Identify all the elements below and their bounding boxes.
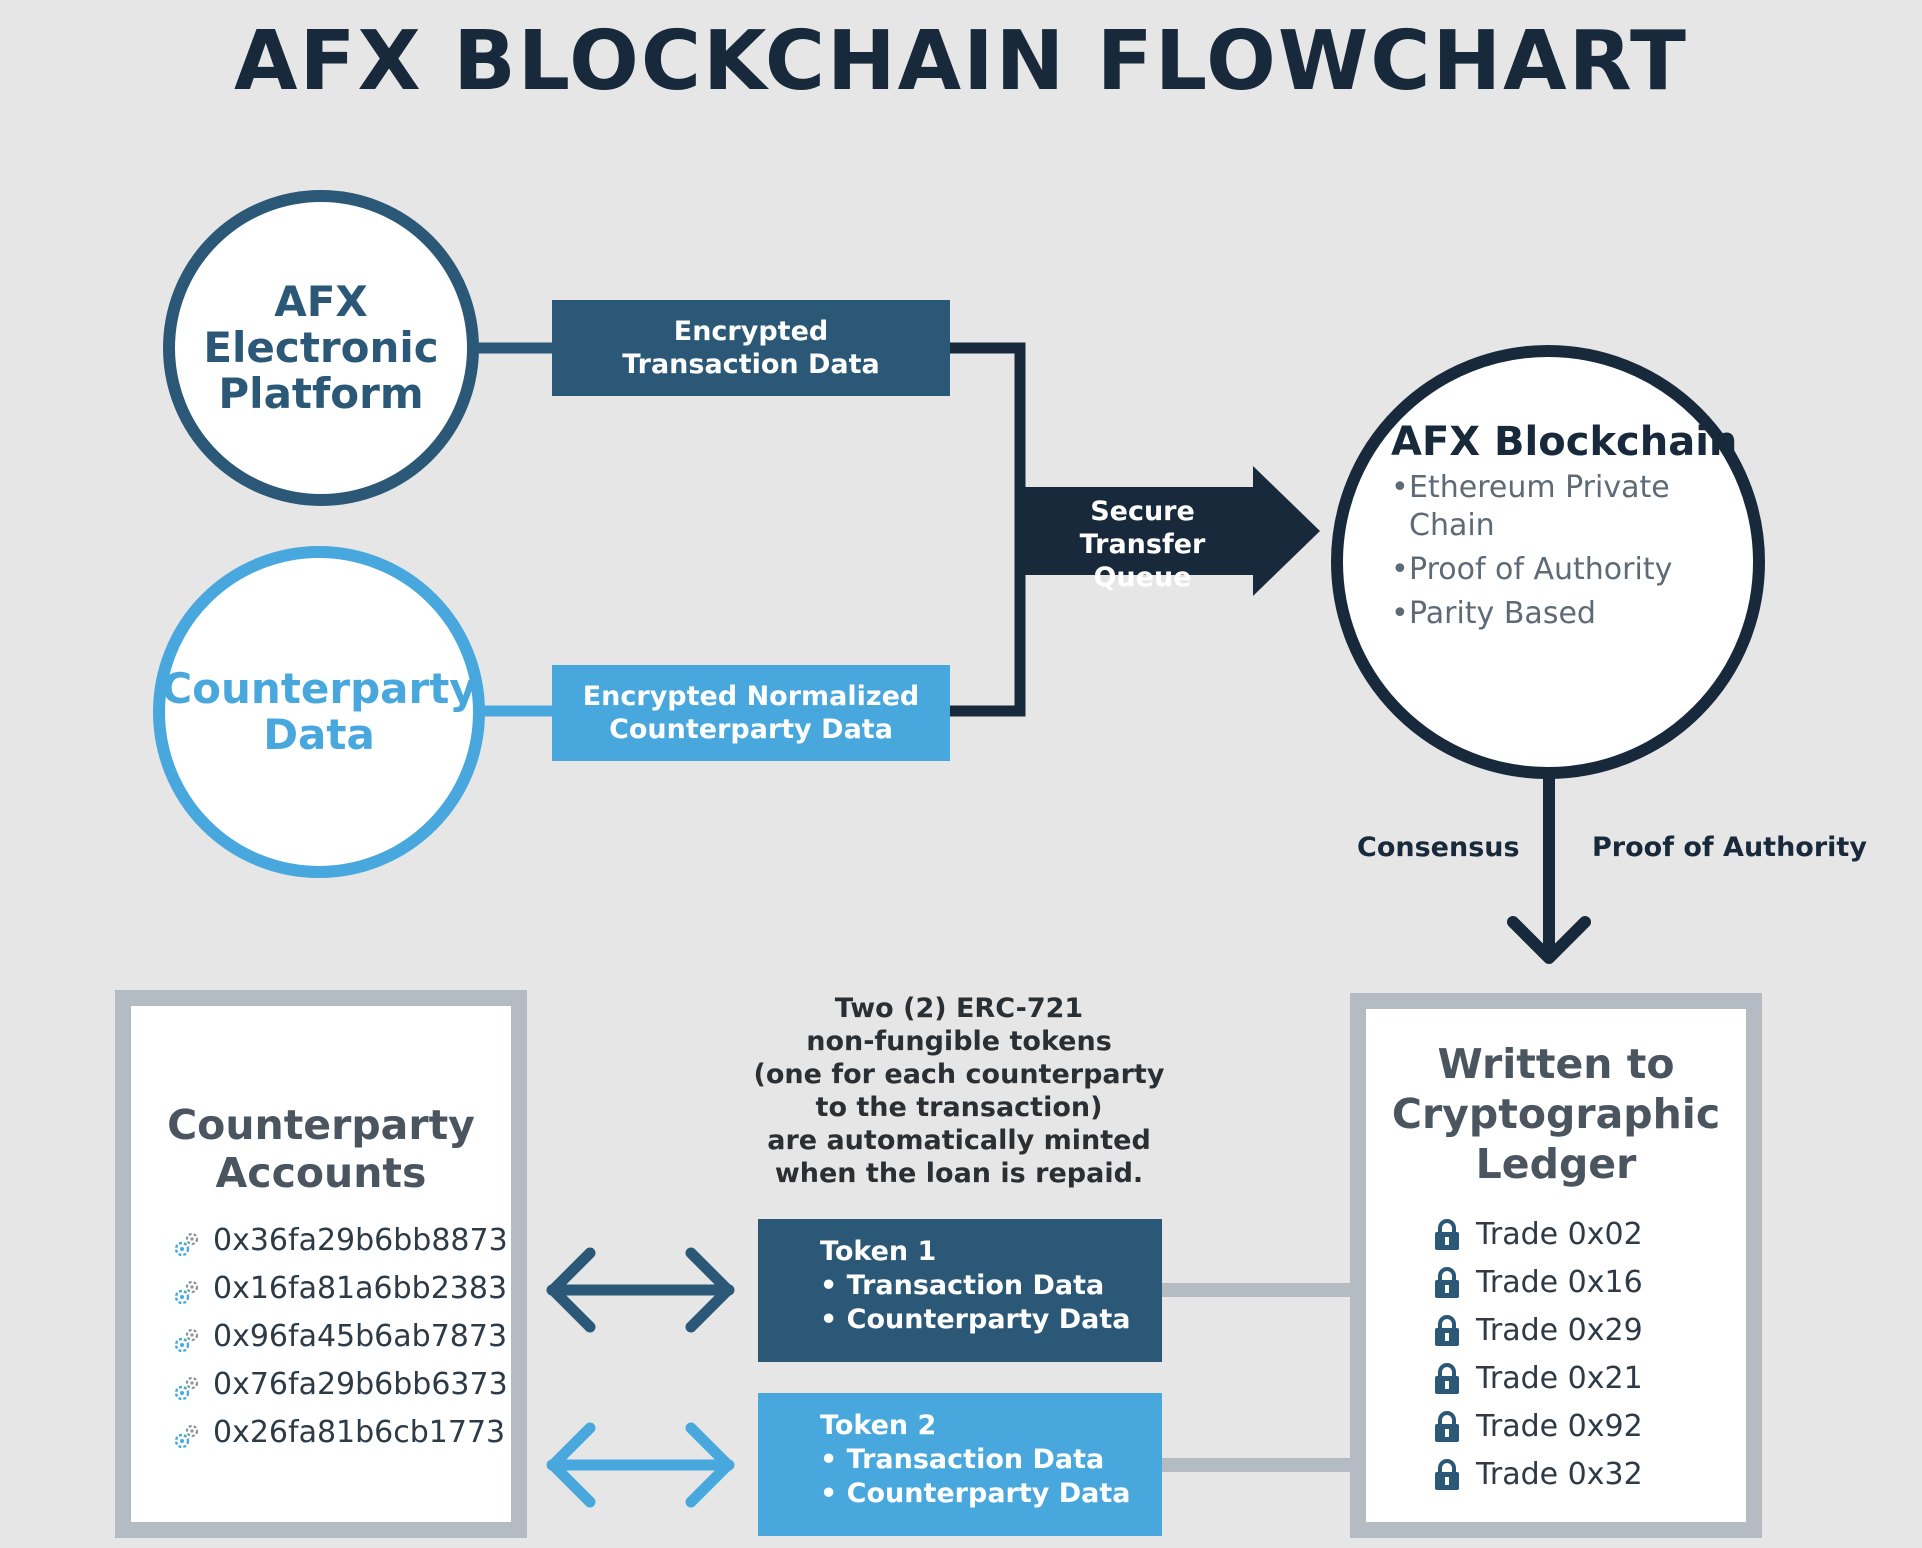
panel-title-line: Counterparty xyxy=(167,1101,475,1149)
token-title: Token 1 xyxy=(820,1236,937,1267)
lock-icon xyxy=(1435,1362,1459,1394)
gears-icon xyxy=(174,1424,199,1449)
encrypted-transaction-data-box: Encrypted Transaction Data xyxy=(552,300,950,396)
double-arrow-token1 xyxy=(546,1247,735,1333)
gears-icon xyxy=(174,1280,199,1305)
note-line: non-fungible tokens xyxy=(806,1026,1112,1057)
blockchain-bullet: •Proof of Authority xyxy=(1391,552,1673,587)
counterparty-data-node: Counterparty Data xyxy=(153,546,485,878)
trade-item: Trade 0x29 xyxy=(1434,1313,1643,1348)
blockchain-bullet: •Parity Based xyxy=(1391,596,1596,631)
counterparty-accounts-panel: Counterparty Accounts 0x36fa29b6bb8873 0… xyxy=(115,990,527,1538)
gears-icon xyxy=(174,1328,199,1353)
account-item: 0x76fa29b6bb6373 xyxy=(171,1364,508,1404)
queue-label-line: Queue xyxy=(1093,562,1192,593)
trade-label: Trade 0x02 xyxy=(1476,1217,1643,1252)
note-line: Two (2) ERC-721 xyxy=(834,993,1084,1024)
token-line: • Counterparty Data xyxy=(820,1304,1131,1335)
afx-electronic-platform-node: AFX Electronic Platform xyxy=(163,190,479,506)
trade-label: Trade 0x16 xyxy=(1476,1265,1643,1300)
panel-title-line: Ledger xyxy=(1475,1140,1637,1188)
trade-item: Trade 0x16 xyxy=(1434,1265,1643,1300)
box-label-line: Encrypted xyxy=(673,316,829,347)
note-line: (one for each counterparty xyxy=(753,1059,1165,1090)
trade-item: Trade 0x02 xyxy=(1434,1217,1643,1252)
cryptographic-ledger-panel: Written to Cryptographic Ledger Trade 0x… xyxy=(1350,993,1762,1538)
blockchain-title: AFX Blockchain xyxy=(1391,419,1738,465)
token-line: • Counterparty Data xyxy=(820,1478,1131,1509)
account-address: 0x26fa81b6cb1773 xyxy=(213,1414,506,1450)
queue-label-line: Secure Transfer xyxy=(1079,496,1206,560)
trade-item: Trade 0x92 xyxy=(1434,1409,1643,1444)
trade-label: Trade 0x92 xyxy=(1476,1409,1643,1444)
gears-icon xyxy=(174,1232,199,1257)
account-item: 0x96fa45b6ab7873 xyxy=(171,1316,507,1356)
account-address: 0x96fa45b6ab7873 xyxy=(213,1318,508,1354)
node-label-line: Data xyxy=(263,710,375,759)
box-label-line: Encrypted Normalized xyxy=(582,681,920,712)
panel-title-line: Written to xyxy=(1437,1040,1675,1088)
connector-bottom-elbow xyxy=(950,520,1026,717)
lock-icon xyxy=(1435,1458,1459,1490)
encrypted-counterparty-data-box: Encrypted Normalized Counterparty Data xyxy=(552,665,950,761)
afx-blockchain-node: AFX Blockchain •Ethereum Private Chain •… xyxy=(1331,345,1765,779)
trade-label: Trade 0x21 xyxy=(1476,1361,1643,1396)
trade-item: Trade 0x32 xyxy=(1434,1457,1643,1492)
node-label-line: Electronic xyxy=(203,323,439,372)
double-arrow-token2 xyxy=(546,1422,735,1508)
page-title: AFX BLOCKCHAIN FLOWCHART xyxy=(234,14,1688,109)
note-line: to the transaction) xyxy=(815,1092,1103,1123)
account-address: 0x16fa81a6bb2383 xyxy=(213,1270,508,1306)
blockchain-bullet-continued: Chain xyxy=(1409,508,1495,543)
account-address: 0x76fa29b6bb6373 xyxy=(213,1366,508,1402)
lock-icon xyxy=(1435,1218,1459,1250)
secure-transfer-queue-label: Secure Transfer Queue xyxy=(1030,495,1255,594)
trade-label: Trade 0x29 xyxy=(1476,1313,1643,1348)
token-line: • Transaction Data xyxy=(820,1270,1105,1301)
node-label-line: Platform xyxy=(218,369,424,418)
down-arrow-head xyxy=(1507,916,1591,964)
account-item: 0x26fa81b6cb1773 xyxy=(171,1412,505,1452)
consensus-label: Consensus xyxy=(1357,832,1520,863)
lock-icon xyxy=(1435,1314,1459,1346)
trade-label: Trade 0x32 xyxy=(1476,1457,1643,1492)
proof-of-authority-label: Proof of Authority xyxy=(1592,832,1867,863)
trade-item: Trade 0x21 xyxy=(1434,1361,1643,1396)
node-label-line: Counterparty xyxy=(161,664,477,713)
blockchain-bullet: •Ethereum Private xyxy=(1391,470,1670,505)
account-item: 0x16fa81a6bb2383 xyxy=(171,1268,507,1308)
panel-title-line: Cryptographic xyxy=(1391,1090,1721,1138)
token-2-box: Token 2 • Transaction Data • Counterpart… xyxy=(758,1393,1162,1536)
note-line: are automatically minted xyxy=(767,1125,1151,1156)
note-line: when the loan is repaid. xyxy=(774,1158,1144,1189)
lock-icon xyxy=(1435,1410,1459,1442)
panel-title-line: Accounts xyxy=(215,1149,427,1197)
lock-icon xyxy=(1435,1266,1459,1298)
box-label-line: Transaction Data xyxy=(622,349,880,380)
nft-description: Two (2) ERC-721 non-fungible tokens (one… xyxy=(712,992,1206,1190)
token-line: • Transaction Data xyxy=(820,1444,1105,1475)
token-title: Token 2 xyxy=(820,1410,937,1441)
secure-transfer-queue-arrow xyxy=(1025,466,1320,596)
token-1-box: Token 1 • Transaction Data • Counterpart… xyxy=(758,1219,1162,1362)
box-label-line: Counterparty Data xyxy=(609,714,893,745)
account-address: 0x36fa29b6bb8873 xyxy=(213,1222,508,1258)
gears-icon xyxy=(174,1376,199,1401)
node-label-line: AFX xyxy=(274,277,368,326)
account-item: 0x36fa29b6bb8873 xyxy=(171,1220,508,1260)
connector-top-elbow xyxy=(950,342,1026,520)
